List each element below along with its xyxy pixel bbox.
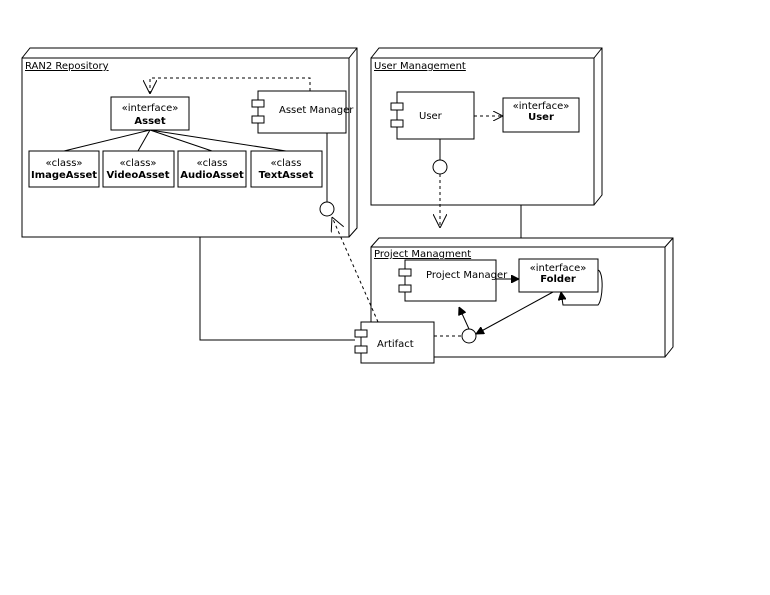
classifier-name: User xyxy=(528,112,554,123)
component-label: Asset Manager xyxy=(279,105,354,116)
classifier-name: TextAsset xyxy=(259,170,314,181)
node-link xyxy=(199,237,355,341)
stereotype: «class xyxy=(197,158,228,169)
component-asset-manager[interactable]: Asset Manager xyxy=(251,90,354,134)
classifier-name: AudioAsset xyxy=(180,170,244,181)
provided-interface-circle xyxy=(461,328,477,344)
component-artifact[interactable]: Artifact xyxy=(354,321,435,364)
asset-realization-lines xyxy=(63,129,287,152)
stereotype: «interface» xyxy=(122,103,179,114)
node-title: RAN2 Repository xyxy=(25,61,109,72)
classifier-name: VideoAsset xyxy=(106,170,169,181)
class-video-asset[interactable]: «class» VideoAsset xyxy=(102,150,175,188)
association-arrow xyxy=(476,291,554,334)
association-arrow xyxy=(459,307,470,330)
provided-interface-circle xyxy=(432,159,448,175)
classifier-name: ImageAsset xyxy=(31,170,97,181)
classifier-name: Asset xyxy=(134,116,165,127)
stereotype: «class» xyxy=(119,158,156,169)
stereotype: «interface» xyxy=(530,263,587,274)
stereotype: «interface» xyxy=(513,101,570,112)
folder-interface[interactable]: «interface» Folder xyxy=(518,258,599,293)
component-label: Project Manager xyxy=(426,270,508,281)
class-audio-asset[interactable]: «class AudioAsset xyxy=(177,150,247,188)
node-title: User Management xyxy=(374,61,466,72)
dependency-arrow xyxy=(332,217,379,323)
component-label: User xyxy=(419,111,443,122)
stereotype: «class xyxy=(271,158,302,169)
user-interface[interactable]: «interface» User xyxy=(502,97,580,133)
stereotype: «class» xyxy=(45,158,82,169)
asset-interface[interactable]: «interface» Asset xyxy=(110,96,190,131)
node-ran2-repository[interactable]: RAN2 Repository xyxy=(21,47,358,238)
component-label: Artifact xyxy=(377,339,414,350)
dependency-arrow xyxy=(150,77,311,94)
provided-interface-circle xyxy=(319,201,335,217)
node-title: Project Managment xyxy=(374,249,471,260)
class-image-asset[interactable]: «class» ImageAsset xyxy=(28,150,100,188)
classifier-name: Folder xyxy=(540,274,576,285)
self-association-arrow xyxy=(561,269,603,306)
class-text-asset[interactable]: «class TextAsset xyxy=(250,150,323,188)
component-user[interactable]: User xyxy=(390,91,475,140)
component-project-manager[interactable]: Project Manager xyxy=(398,259,508,302)
